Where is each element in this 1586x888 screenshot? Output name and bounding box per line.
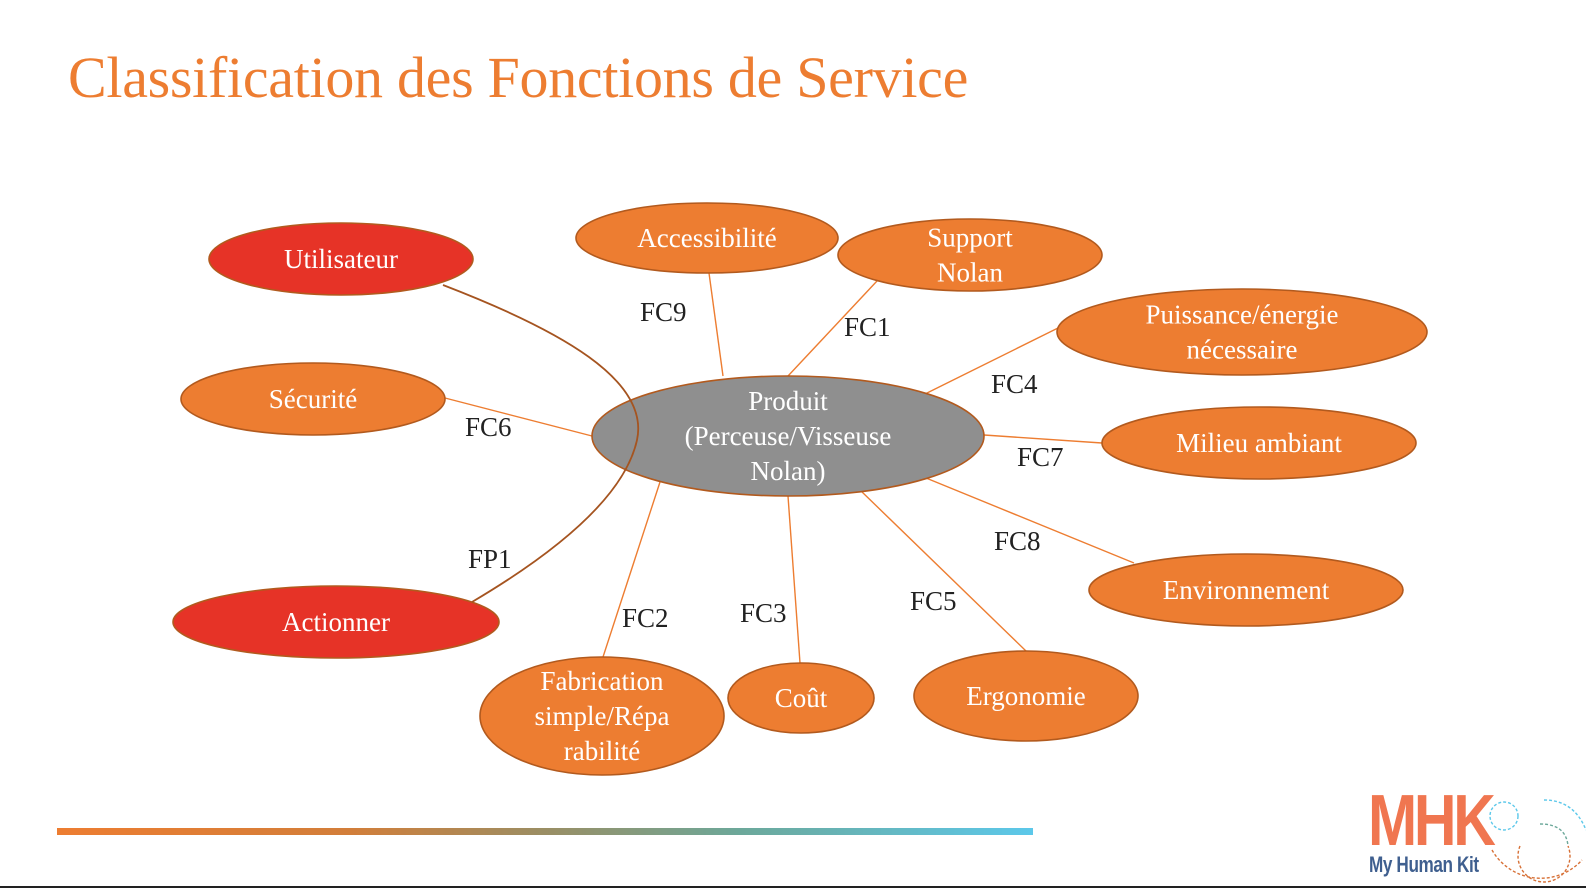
edge-label-fc2: FC2: [622, 603, 669, 633]
node-utilisateur: Utilisateur: [208, 222, 474, 296]
node-accessibilite: Accessibilité: [575, 202, 839, 274]
edge-fc1: [787, 280, 878, 377]
slide-bottom-border: [0, 886, 1586, 888]
node-actionner: Actionner: [172, 585, 500, 659]
node-label: Actionner: [282, 607, 390, 637]
edge-fp1: [442, 284, 640, 603]
edge-label-fc4: FC4: [991, 369, 1038, 399]
node-fabrication: Fabrication simple/Répa rabilité: [479, 656, 725, 776]
logo-tagline: My Human Kit: [1369, 852, 1479, 877]
edge-fc2: [602, 481, 661, 658]
node-label: Coût: [775, 683, 828, 713]
node-cout: Coût: [727, 662, 875, 734]
node-label: Accessibilité: [637, 223, 776, 253]
node-label: Utilisateur: [284, 244, 398, 274]
node-label: Support: [927, 223, 1013, 253]
node-ergonomie: Ergonomie: [913, 650, 1139, 742]
edge-label-fc3: FC3: [740, 598, 787, 628]
logo-mhk-text: MHK: [1368, 781, 1496, 861]
node-shape: [180, 362, 446, 436]
edge-fc3: [787, 495, 801, 664]
node-label: Fabrication: [541, 666, 664, 696]
node-label: Nolan: [937, 258, 1003, 288]
slide-title: Classification des Fonctions de Service: [68, 45, 969, 110]
edge-fc7: [983, 434, 1103, 444]
node-shape: [1056, 288, 1428, 376]
node-label: Environnement: [1163, 575, 1330, 605]
node-label: Nolan): [751, 456, 826, 486]
node-shape: [479, 656, 725, 776]
mhk-logo: MHK My Human Kit: [1368, 781, 1586, 886]
node-shape: [837, 218, 1103, 292]
node-milieu: Milieu ambiant: [1101, 406, 1417, 480]
node-label: Milieu ambiant: [1176, 428, 1342, 458]
node-label: (Perceuse/Visseuse: [685, 421, 892, 451]
edge-label-fc6: FC6: [465, 412, 512, 442]
node-shape: [727, 662, 875, 734]
edge-label-fc9: FC9: [640, 297, 687, 327]
edge-fc4: [924, 327, 1059, 395]
node-shape: [172, 585, 500, 659]
edge-fc5: [859, 489, 1027, 652]
node-shape: [1101, 406, 1417, 480]
logo-mark-icon: [1489, 799, 1586, 883]
node-label: Produit: [748, 386, 828, 416]
node-environnement: Environnement: [1088, 553, 1404, 627]
node-label: Sécurité: [269, 384, 357, 414]
node-shape: [1088, 553, 1404, 627]
edge-label-fp1: FP1: [468, 544, 512, 574]
node-shape: [575, 202, 839, 274]
node-securite: Sécurité: [180, 362, 446, 436]
edge-fc9: [708, 272, 724, 377]
node-puissance: Puissance/énergie nécessaire: [1056, 288, 1428, 376]
node-shape: [913, 650, 1139, 742]
node-label: Ergonomie: [966, 681, 1085, 711]
principal-function-layer: [442, 284, 640, 603]
node-shape: [591, 375, 985, 497]
edge-label-fc5: FC5: [910, 586, 957, 616]
edge-label-fc7: FC7: [1017, 442, 1064, 472]
edge-label-fc1: FC1: [844, 312, 891, 342]
node-label: rabilité: [564, 736, 640, 766]
node-label: nécessaire: [1187, 335, 1298, 365]
node-shape: [208, 222, 474, 296]
node-label: Puissance/énergie: [1146, 300, 1339, 330]
node-label: simple/Répa: [535, 701, 670, 731]
edge-fc6: [444, 397, 593, 437]
edge-label-fc8: FC8: [994, 526, 1041, 556]
edges-layer: [444, 272, 1135, 664]
edge-fc8: [925, 477, 1135, 564]
footer-gradient-bar: [57, 828, 1033, 835]
